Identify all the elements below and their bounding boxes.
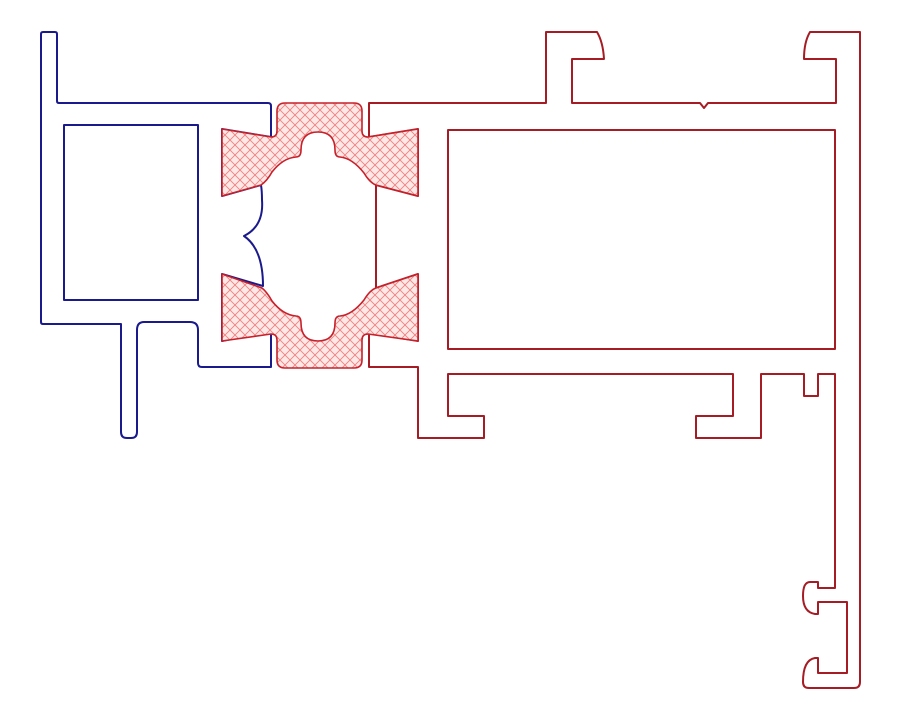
thermal-break-upper (221, 102, 419, 197)
thermal-break-lower (221, 273, 419, 369)
right-main-chamber (447, 129, 836, 350)
left-chamber (63, 124, 199, 301)
right-profile (368, 31, 861, 689)
right-outer-contour (368, 31, 861, 689)
left-profile (40, 31, 272, 439)
left-outer-contour (40, 31, 272, 439)
thermal-break (221, 102, 419, 369)
